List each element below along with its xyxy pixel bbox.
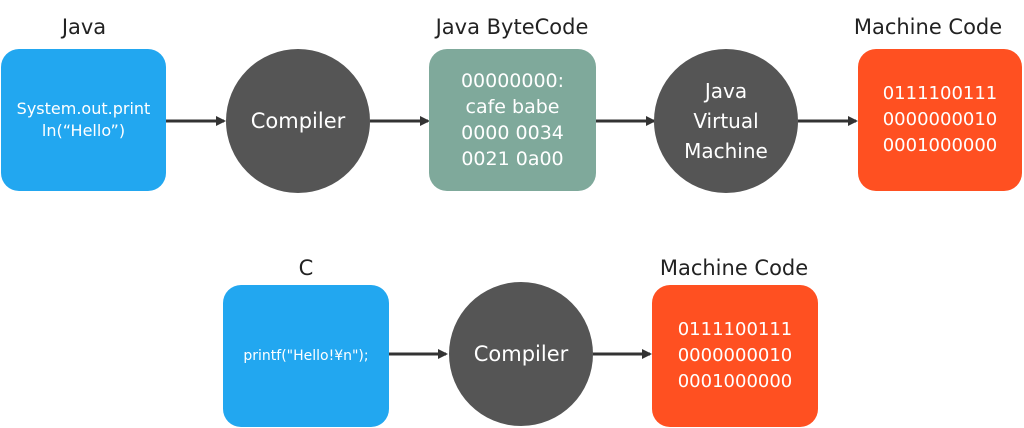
java-source-line-2: ln(“Hello”) [41,121,126,140]
java-compiler-node: Compiler [226,49,370,193]
label-c: C [298,256,314,280]
c-source-line: printf("Hello!¥n"); [243,348,369,364]
java-bytecode-box: 00000000: cafe babe 0000 0034 0021 0a00 [429,49,596,191]
c-machine-line-3: 0001000000 [677,371,793,392]
c-compiler-label: Compiler [473,342,569,366]
c-source-box: printf("Hello!¥n"); [223,285,389,427]
c-machine-code-box: 0111100111 0000000010 0001000000 [652,285,818,427]
java-machine-line-3: 0001000000 [882,135,998,156]
c-compiler-node: Compiler [449,282,593,426]
java-machine-code-box: 0111100111 0000000010 0001000000 [858,49,1022,191]
java-source-box: System.out.print ln(“Hello”) [1,49,166,191]
java-source-line-1: System.out.print [16,99,151,118]
jvm-line-3: Machine [684,139,768,163]
jvm-line-1: Java [704,79,748,103]
java-machine-line-2: 0000000010 [882,109,998,130]
c-machine-line-1: 0111100111 [677,319,793,340]
bytecode-line-3: 0000 0034 [461,122,564,144]
bytecode-line-1: 00000000: [460,70,565,92]
java-compiler-label: Compiler [250,109,346,133]
jvm-node: Java Virtual Machine [654,49,798,193]
bytecode-line-4: 0021 0a00 [461,148,564,170]
bytecode-line-2: cafe babe [465,96,560,118]
c-machine-line-2: 0000000010 [677,345,793,366]
label-java: Java [61,15,107,39]
label-java-bytecode: Java ByteCode [435,15,589,39]
label-machine-code-c: Machine Code [659,256,809,280]
jvm-line-2: Virtual [693,109,759,133]
label-machine-code-java: Machine Code [853,15,1003,39]
java-machine-line-1: 0111100111 [882,83,998,104]
